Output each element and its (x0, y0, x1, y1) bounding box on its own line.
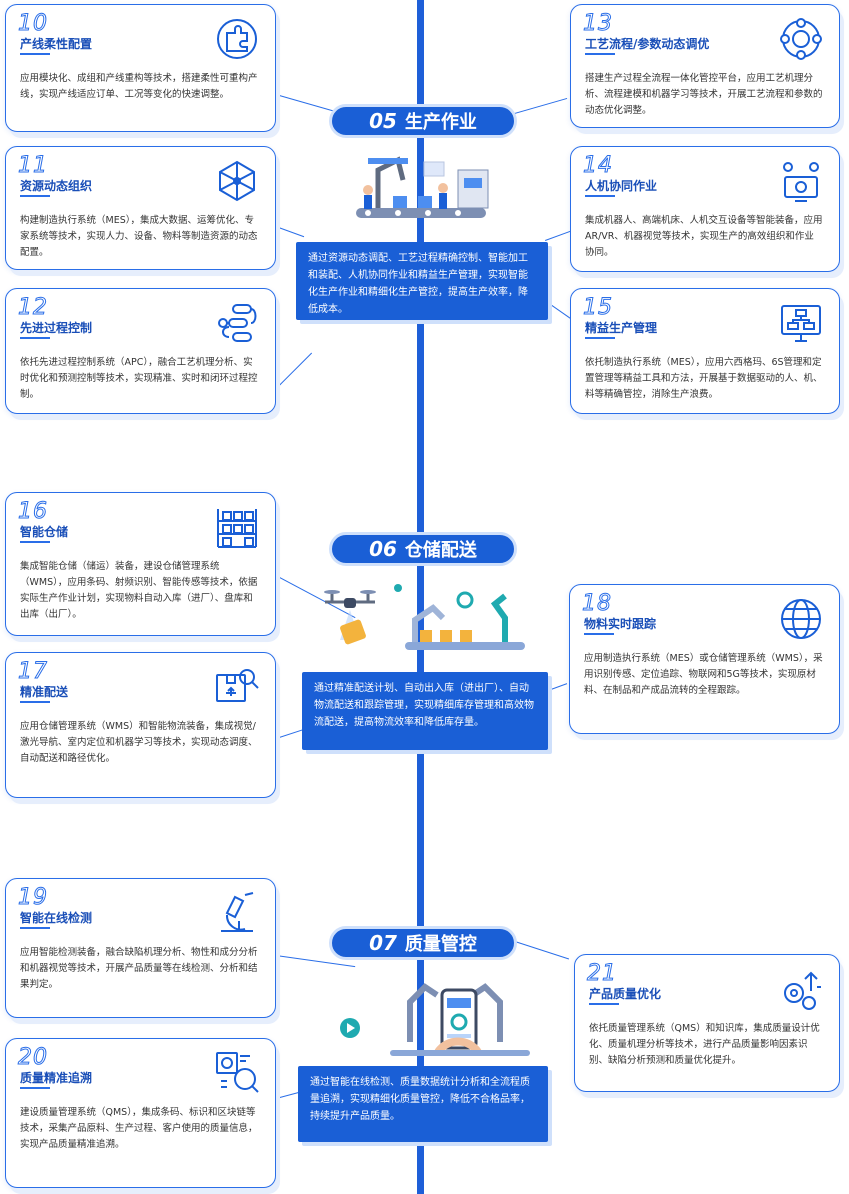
section-number: 06 (369, 537, 397, 561)
card-10: 10 产线柔性配置 应用模块化、成组和产线重构等技术，搭建柔性可重构产线，实现产… (5, 4, 276, 132)
card-number: 16 (18, 499, 48, 525)
org-board-icon (779, 301, 823, 345)
card-21: 21 产品质量优化 依托质量管理系统（QMS）和知识库，集成质量设计优化、质量机… (574, 954, 840, 1092)
card-title: 精准配送 (20, 683, 69, 703)
card-text: 应用制造执行系统（MES）或仓储管理系统（WMS），采用识别传感、定位追踪、物联… (584, 653, 823, 696)
card-title: 物料实时跟踪 (584, 615, 657, 635)
quality-illustration (330, 972, 530, 1064)
card-text: 集成智能仓储（储运）装备，建设仓储管理系统（WMS），应用条码、射频识别、智能传… (20, 561, 258, 620)
people-monitor-icon (779, 159, 823, 203)
microscope-icon (215, 891, 259, 935)
gear-cycle-icon (779, 17, 823, 61)
card-number: 21 (587, 961, 617, 987)
card-number: 20 (18, 1045, 48, 1071)
card-number: 19 (18, 885, 48, 911)
card-text: 集成机器人、高端机床、人机交互设备等智能装备，应用AR/VR、机器视觉等技术，实… (585, 215, 823, 258)
card-title: 智能在线检测 (20, 909, 93, 929)
section-summary: 通过智能在线检测、质量数据统计分析和全流程质量追溯，实现精细化质量管控，降低不合… (298, 1066, 548, 1142)
network-hexagon-icon (215, 159, 259, 203)
card-title: 产品质量优化 (589, 985, 662, 1005)
warehouse-illustration (320, 580, 540, 670)
card-title: 资源动态组织 (20, 177, 93, 197)
card-title: 工艺流程/参数动态调优 (585, 35, 710, 55)
card-number: 11 (18, 153, 48, 179)
section-title-pill: 07 质量管控 (329, 926, 517, 960)
card-17: 17 精准配送 应用仓储管理系统（WMS）和智能物流装备，集成视觉/激光导航、室… (5, 652, 276, 798)
card-14: 14 人机协同作业 集成机器人、高端机床、人机交互设备等智能装备，应用AR/VR… (570, 146, 840, 272)
process-flow-icon (215, 301, 259, 345)
card-text: 依托制造执行系统（MES），应用六西格玛、6S管理和定置管理等精益工具和方法，开… (585, 357, 823, 400)
card-number: 13 (583, 11, 613, 37)
box-search-icon (215, 665, 259, 709)
card-text: 依托先进过程控制系统（APC），融合工艺机理分析、实时优化和预测控制等技术，实现… (20, 357, 258, 400)
card-text: 构建制造执行系统（MES），集成大数据、运筹优化、专家系统等技术，实现人力、设备… (20, 215, 258, 258)
card-number: 10 (18, 11, 48, 37)
card-title: 智能仓储 (20, 523, 69, 543)
section-title-pill: 06 仓储配送 (329, 532, 517, 566)
card-text: 建设质量管理系统（QMS），集成条码、标识和区块链等技术，采集产品原料、生产过程… (20, 1107, 258, 1150)
globe-icon (779, 597, 823, 641)
card-20: 20 质量精准追溯 建设质量管理系统（QMS），集成条码、标识和区块链等技术，采… (5, 1038, 276, 1188)
puzzle-gear-icon (215, 17, 259, 61)
section-summary: 通过资源动态调配、工艺过程精确控制、智能加工和装配、人机协同作业和精益生产管理，… (296, 242, 548, 320)
card-15: 15 精益生产管理 依托制造执行系统（MES），应用六西格玛、6S管理和定置管理… (570, 288, 840, 414)
card-text: 应用仓储管理系统（WMS）和智能物流装备，集成视觉/激光导航、室内定位和机器学习… (20, 721, 258, 764)
card-title: 先进过程控制 (20, 319, 93, 339)
shelf-rack-icon (215, 505, 259, 549)
card-title: 人机协同作业 (585, 177, 658, 197)
timeline-spine (417, 0, 424, 1194)
section-title-pill: 05 生产作业 (329, 104, 517, 138)
section-number: 07 (369, 931, 397, 955)
card-title: 质量精准追溯 (20, 1069, 93, 1089)
card-title: 产线柔性配置 (20, 35, 93, 55)
card-number: 14 (583, 153, 613, 179)
magnifier-grid-icon (215, 1051, 259, 1095)
card-text: 应用模块化、成组和产线重构等技术，搭建柔性可重构产线，实现产线适应订单、工况等变… (20, 73, 258, 100)
connector-line (511, 940, 570, 960)
card-title: 精益生产管理 (585, 319, 658, 339)
connector-line (275, 226, 305, 238)
section-number: 05 (369, 109, 397, 133)
card-text: 依托质量管理系统（QMS）和知识库，集成质量设计优化、质量机理分析等技术，进行产… (589, 1023, 820, 1066)
card-18: 18 物料实时跟踪 应用制造执行系统（MES）或仓储管理系统（WMS），采用识别… (569, 584, 840, 734)
card-16: 16 智能仓储 集成智能仓储（储运）装备，建设仓储管理系统（WMS），应用条码、… (5, 492, 276, 636)
section-title: 仓储配送 (404, 540, 477, 561)
card-12: 12 先进过程控制 依托先进过程控制系统（APC），融合工艺机理分析、实时优化和… (5, 288, 276, 414)
card-number: 12 (18, 295, 48, 321)
connector-line (276, 352, 313, 389)
gears-arrow-icon (779, 967, 823, 1011)
production-illustration (338, 150, 508, 240)
section-title: 质量管控 (404, 934, 477, 955)
card-11: 11 资源动态组织 构建制造执行系统（MES），集成大数据、运筹优化、专家系统等… (5, 146, 276, 270)
card-13: 13 工艺流程/参数动态调优 搭建生产过程全流程一体化管控平台，应用工艺机理分析… (570, 4, 840, 128)
section-title: 生产作业 (404, 112, 477, 133)
card-text: 搭建生产过程全流程一体化管控平台，应用工艺机理分析、流程建模和机器学习等技术，开… (585, 73, 823, 116)
card-number: 17 (18, 659, 48, 685)
section-summary: 通过精准配送计划、自动出入库（进出厂）、自动物流配送和跟踪管理，实现精细库存管理… (302, 672, 548, 750)
card-number: 15 (583, 295, 613, 321)
card-number: 18 (582, 591, 612, 617)
card-text: 应用智能检测装备，融合缺陷机理分析、物性和成分分析和机器视觉等技术，开展产品质量… (20, 947, 258, 990)
connector-line (276, 728, 305, 739)
card-19: 19 智能在线检测 应用智能检测装备，融合缺陷机理分析、物性和成分分析和机器视觉… (5, 878, 276, 1018)
connector-line (548, 683, 568, 691)
